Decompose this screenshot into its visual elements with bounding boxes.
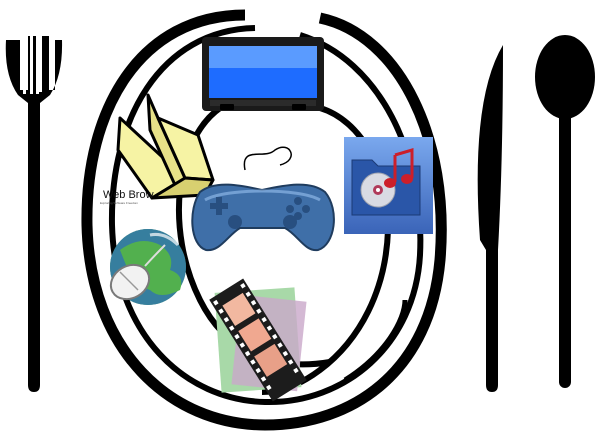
music-folder-icon <box>344 137 433 234</box>
book-icon <box>116 93 215 200</box>
web-browser-sublabel: Exploring Software Freedom <box>100 201 139 205</box>
web-browser-label: Web Brow <box>103 189 154 201</box>
knife-icon <box>477 45 503 392</box>
film-strip-icon <box>209 278 307 402</box>
web-browser-icon <box>109 229 186 305</box>
gamepad-icon <box>191 146 335 252</box>
spoon-icon <box>535 35 595 388</box>
fork-icon <box>5 36 63 392</box>
monitor-icon <box>202 37 324 111</box>
